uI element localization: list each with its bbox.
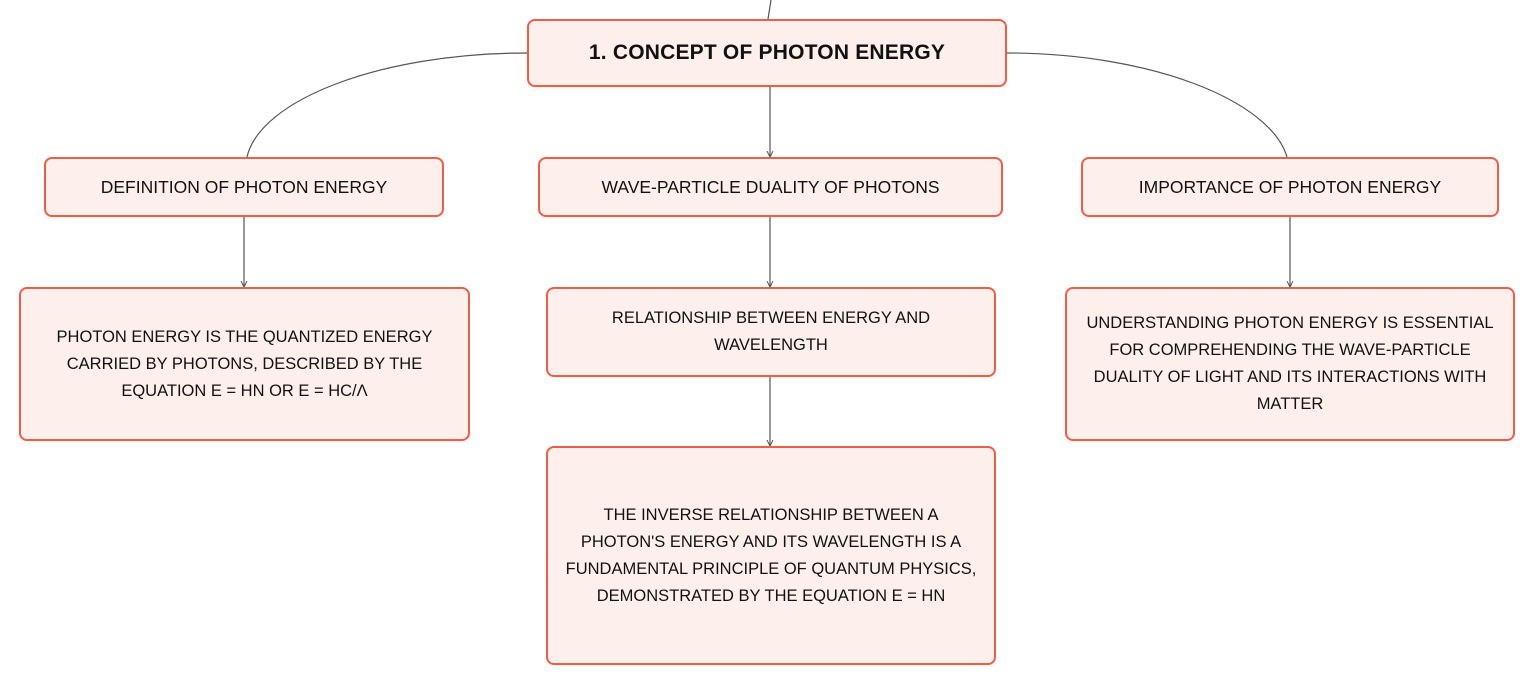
detail-text: PHOTON ENERGY IS THE QUANTIZED ENERGY CA… (56, 327, 433, 400)
topic-label: DEFINITION OF PHOTON ENERGY (100, 176, 388, 197)
topic-label: IMPORTANCE OF PHOTON ENERGY (1138, 176, 1442, 197)
connector-root-definition (246, 52, 528, 158)
topic-importance-of-photon-energy[interactable]: IMPORTANCE OF PHOTON ENERGY (1081, 157, 1499, 217)
detail-inverse-relationship[interactable]: THE INVERSE RELATIONSHIP BETWEEN A PHOTO… (546, 446, 996, 665)
detail-text: UNDERSTANDING PHOTON ENERGY IS ESSENTIAL… (1086, 314, 1494, 413)
connector-root-importance (1006, 52, 1288, 158)
topic-wave-particle-duality[interactable]: WAVE-PARTICLE DUALITY OF PHOTONS (538, 157, 1003, 217)
subtopic-energy-wavelength-relationship[interactable]: RELATIONSHIP BETWEEN ENERGY AND WAVELENG… (546, 287, 996, 377)
subtopic-label: RELATIONSHIP BETWEEN ENERGY AND WAVELENG… (611, 309, 931, 354)
detail-importance[interactable]: UNDERSTANDING PHOTON ENERGY IS ESSENTIAL… (1065, 287, 1515, 441)
root-node[interactable]: 1. CONCEPT OF PHOTON ENERGY (527, 19, 1007, 87)
detail-text: THE INVERSE RELATIONSHIP BETWEEN A PHOTO… (565, 505, 977, 605)
topic-label: WAVE-PARTICLE DUALITY OF PHOTONS (601, 176, 940, 197)
detail-definition[interactable]: PHOTON ENERGY IS THE QUANTIZED ENERGY CA… (19, 287, 470, 441)
topic-definition-of-photon-energy[interactable]: DEFINITION OF PHOTON ENERGY (44, 157, 444, 217)
incoming-connector (767, 0, 772, 20)
root-node-label: 1. CONCEPT OF PHOTON ENERGY (588, 41, 946, 64)
